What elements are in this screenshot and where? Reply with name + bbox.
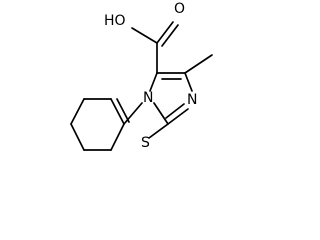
bond-c-n-bridge [123,102,143,125]
carbonyl-oxygen-label: O [174,1,185,17]
chemical-structure-diagram: HO O N N S [70,1,213,151]
bond-cp-3 [70,123,85,151]
hydroxyl-label: HO [104,13,126,29]
bridgehead-nitrogen-label: N [143,90,153,106]
bond-cp-2 [70,98,85,125]
bond-c-oh [131,27,158,44]
sulfur-label: S [141,135,150,151]
bond-c-n-imine [184,72,193,92]
bond-n-c-junction [153,102,169,125]
bond-fused-cc-double [116,98,130,123]
bond-n-c-acid [149,72,158,92]
bond-c-o-double [161,24,179,47]
imine-nitrogen-label: N [187,92,197,108]
bond-c-s [110,123,125,151]
bond-n-c-junction-2 [167,108,189,125]
bond-s-c [148,123,169,139]
bond-c-o [156,21,174,44]
bond-fused-cc [110,98,125,125]
bond-methyl [184,54,213,74]
bond-n-c-junction-2-double [165,103,185,119]
